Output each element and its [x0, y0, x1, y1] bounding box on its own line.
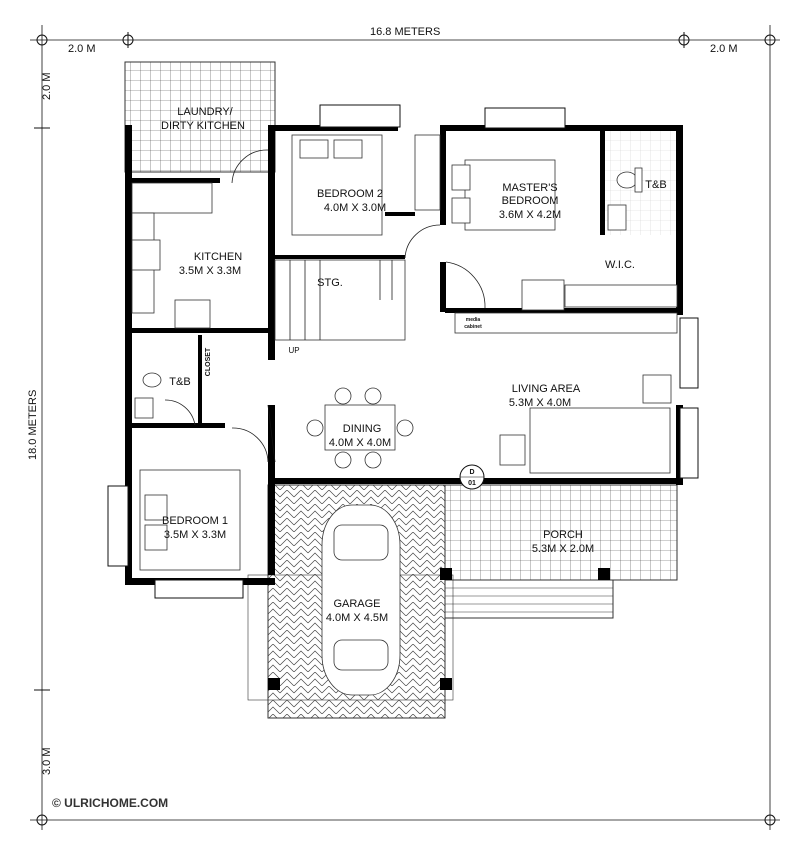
- dim-top-right: 2.0 M: [710, 43, 738, 55]
- dim-left-bottom: 3.0 M: [41, 747, 53, 775]
- laundry-label-2: DIRTY KITCHEN: [161, 120, 245, 132]
- master-label-2: BEDROOM: [502, 195, 559, 207]
- porch-floor: [444, 484, 678, 581]
- garage-label: GARAGE: [333, 598, 380, 610]
- porch-label: PORCH: [543, 529, 583, 541]
- wic-rack: [564, 284, 678, 308]
- dim-left-overall: 18.0 METERS: [27, 390, 39, 460]
- dining-label: DINING: [343, 423, 382, 435]
- kitchen-stove: [131, 239, 161, 271]
- kitchen-size: 3.5M X 3.3M: [179, 265, 241, 277]
- dim-top-left: 2.0 M: [68, 43, 96, 55]
- kitchen-fridge: [174, 299, 211, 329]
- tb-small-label: T&B: [169, 376, 190, 388]
- kitchen-label: KITCHEN: [194, 251, 242, 263]
- columns: [268, 568, 610, 690]
- wic-counter: [521, 279, 565, 311]
- master-bed: [451, 159, 556, 231]
- bedroom2-bed: [291, 134, 383, 236]
- laundry-label-1: LAUNDRY/: [177, 106, 233, 118]
- wic-label: W.I.C.: [605, 259, 635, 271]
- svg-text:01: 01: [468, 480, 476, 487]
- tb-master-label: T&B: [645, 179, 666, 191]
- master-label-1: MASTER'S: [502, 182, 557, 194]
- dimension-lines: 16.8 METERS 2.0 M 2.0 M 18.0 METERS 2.0 …: [27, 25, 780, 830]
- dim-top-overall: 16.8 METERS: [370, 26, 440, 38]
- kitchen-counter-top: [131, 182, 213, 214]
- closet-label: CLOSET: [205, 347, 212, 376]
- bedroom2-size: 4.0M X 3.0M: [324, 202, 386, 214]
- media-label-2: cabinet: [464, 324, 482, 330]
- bedroom1-size: 3.5M X 3.3M: [164, 529, 226, 541]
- stg-label: STG.: [317, 277, 343, 289]
- toilet-small: [134, 372, 162, 419]
- crosshair-markers: [34, 32, 776, 826]
- coffee-table: [499, 434, 526, 466]
- stair-up-label: UP: [288, 346, 299, 355]
- media-label-1: media: [466, 317, 481, 323]
- living-label: LIVING AREA: [512, 383, 581, 395]
- furniture: [131, 134, 678, 696]
- master-size: 3.6M X 4.2M: [499, 209, 561, 221]
- side-table: [642, 374, 672, 404]
- toilet-master: [607, 167, 643, 231]
- garage-size: 4.0M X 4.5M: [326, 612, 388, 624]
- stairs: [274, 259, 406, 341]
- wardrobe-b2: [414, 134, 441, 211]
- porch-size: 5.3M X 2.0M: [532, 543, 594, 555]
- bedroom1-label: BEDROOM 1: [162, 515, 228, 527]
- door-swings: [164, 149, 486, 463]
- windows: [107, 104, 699, 599]
- room-labels: LAUNDRY/ DIRTY KITCHEN BEDROOM 2 4.0M X …: [161, 106, 667, 624]
- garage-car: [321, 504, 401, 696]
- door-tag: D 01: [459, 464, 485, 490]
- dining-size: 4.0M X 4.0M: [329, 437, 391, 449]
- bedroom1-bed: [139, 469, 241, 571]
- laundry-floor: [124, 61, 276, 173]
- copyright: © ULRICHOME.COM: [52, 796, 168, 810]
- living-size: 5.3M X 4.0M: [509, 397, 571, 409]
- sofa: [529, 407, 671, 474]
- bedroom2-label: BEDROOM 2: [317, 188, 383, 200]
- floor-finishes: [124, 61, 678, 719]
- media-cabinet: [454, 312, 678, 334]
- svg-text:D: D: [469, 469, 474, 476]
- dim-left-top: 2.0 M: [41, 72, 53, 100]
- dining-table: [306, 387, 414, 469]
